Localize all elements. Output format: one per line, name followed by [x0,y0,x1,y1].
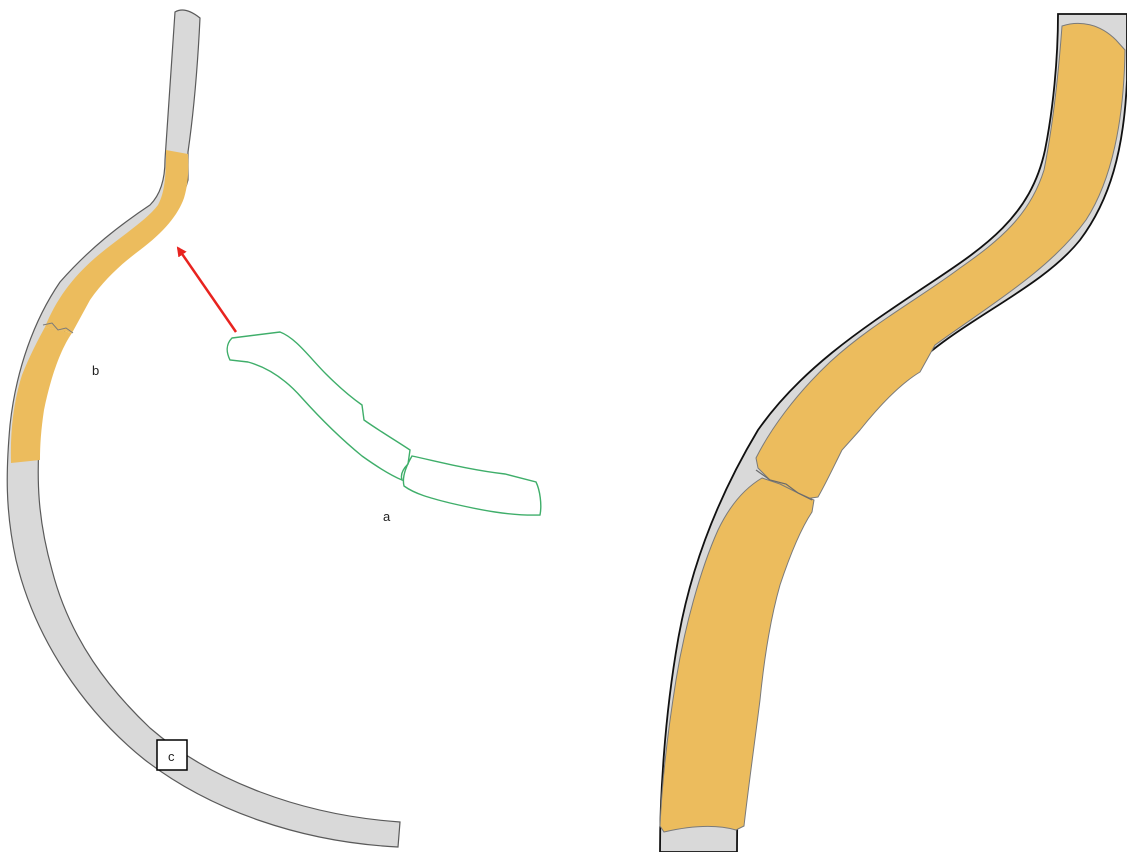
fragment-a-outline [226,331,542,516]
label-b: b [92,363,99,378]
left-vessel-wall [6,9,401,848]
fragment-a-right-piece [402,455,542,516]
fragment-a-left-piece [226,331,411,482]
label-a: a [383,509,391,524]
right-magnified-wall [659,13,1127,852]
label-c-box: c [156,739,188,771]
right-highlight-lower [659,477,815,833]
right-wall-band [659,13,1127,852]
right-highlight-upper [755,22,1126,501]
right-fracture-line [755,469,813,501]
left-fracture-line [42,322,74,334]
left-highlight-lower [10,327,73,463]
left-highlight-upper [45,150,189,333]
red-arrow [176,246,238,333]
left-wall-band [6,9,401,848]
label-c: c [168,749,175,764]
